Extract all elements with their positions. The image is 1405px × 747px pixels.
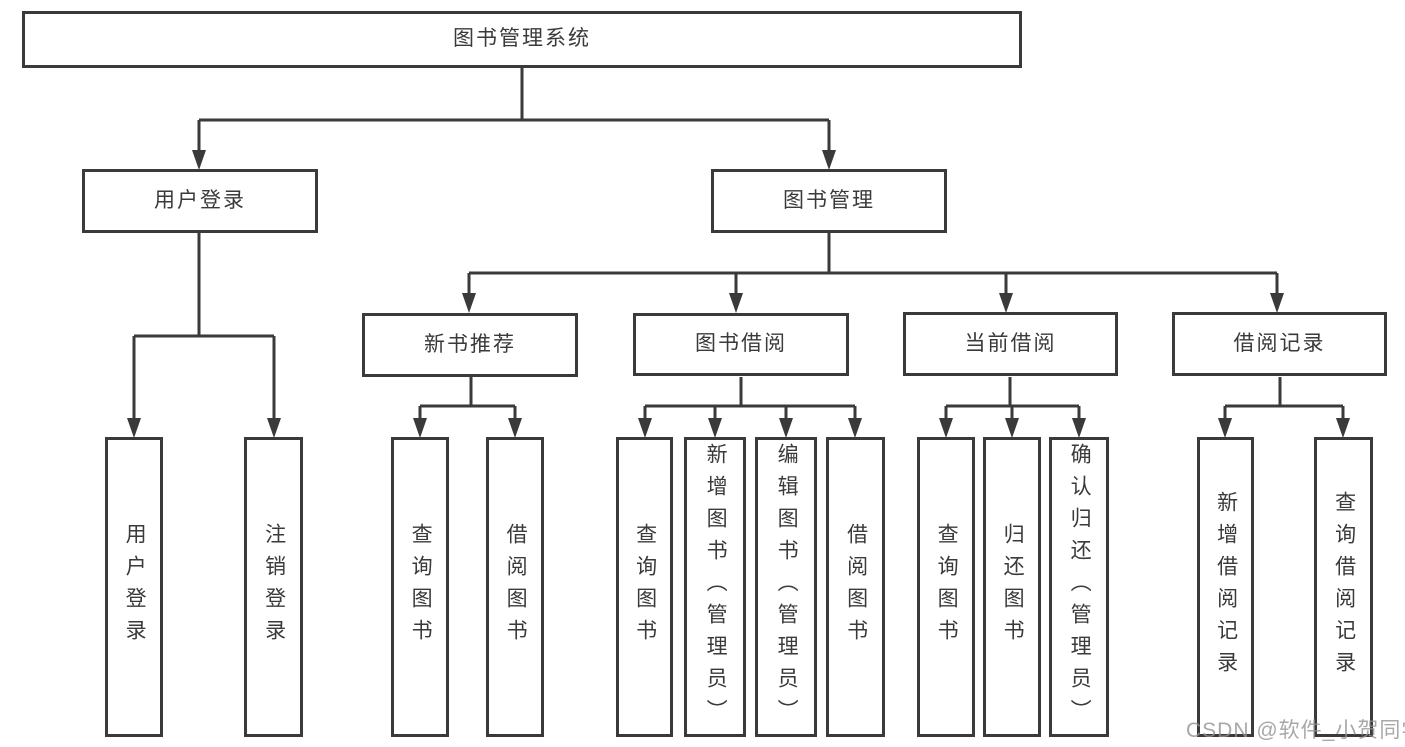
node-root-system: 图书管理系统 [22, 11, 1022, 68]
leaf-logout: 注销登录 [244, 437, 303, 737]
node-current-borrow: 当前借阅 [903, 312, 1118, 376]
leaf-recommend-borrow-book: 借阅图书 [486, 437, 544, 737]
leaf-query-borrow-record: 查询借阅记录 [1314, 437, 1373, 737]
csdn-watermark: CSDN @软件_小贺同学 [1186, 719, 1405, 742]
leaf-recommend-query-book: 查询图书 [391, 437, 449, 737]
leaf-current-query-book: 查询图书 [917, 437, 975, 737]
leaf-add-book-admin: 新增图书（管理员） [684, 437, 746, 737]
leaf-borrow-query-book: 查询图书 [616, 437, 673, 737]
leaf-edit-book-admin: 编辑图书（管理员） [755, 437, 817, 737]
node-user-login: 用户登录 [82, 169, 318, 233]
leaf-confirm-return-admin: 确认归还（管理员） [1049, 437, 1109, 737]
leaf-return-book: 归还图书 [983, 437, 1041, 737]
leaf-borrow-book: 借阅图书 [826, 437, 885, 737]
leaf-user-login: 用户登录 [105, 437, 163, 737]
arrowheads [127, 150, 1350, 438]
node-borrow-record: 借阅记录 [1172, 312, 1387, 376]
node-book-borrow: 图书借阅 [633, 313, 849, 376]
node-book-management: 图书管理 [711, 169, 947, 233]
node-new-book-recommend: 新书推荐 [362, 313, 578, 377]
leaf-add-borrow-record: 新增借阅记录 [1197, 437, 1254, 737]
